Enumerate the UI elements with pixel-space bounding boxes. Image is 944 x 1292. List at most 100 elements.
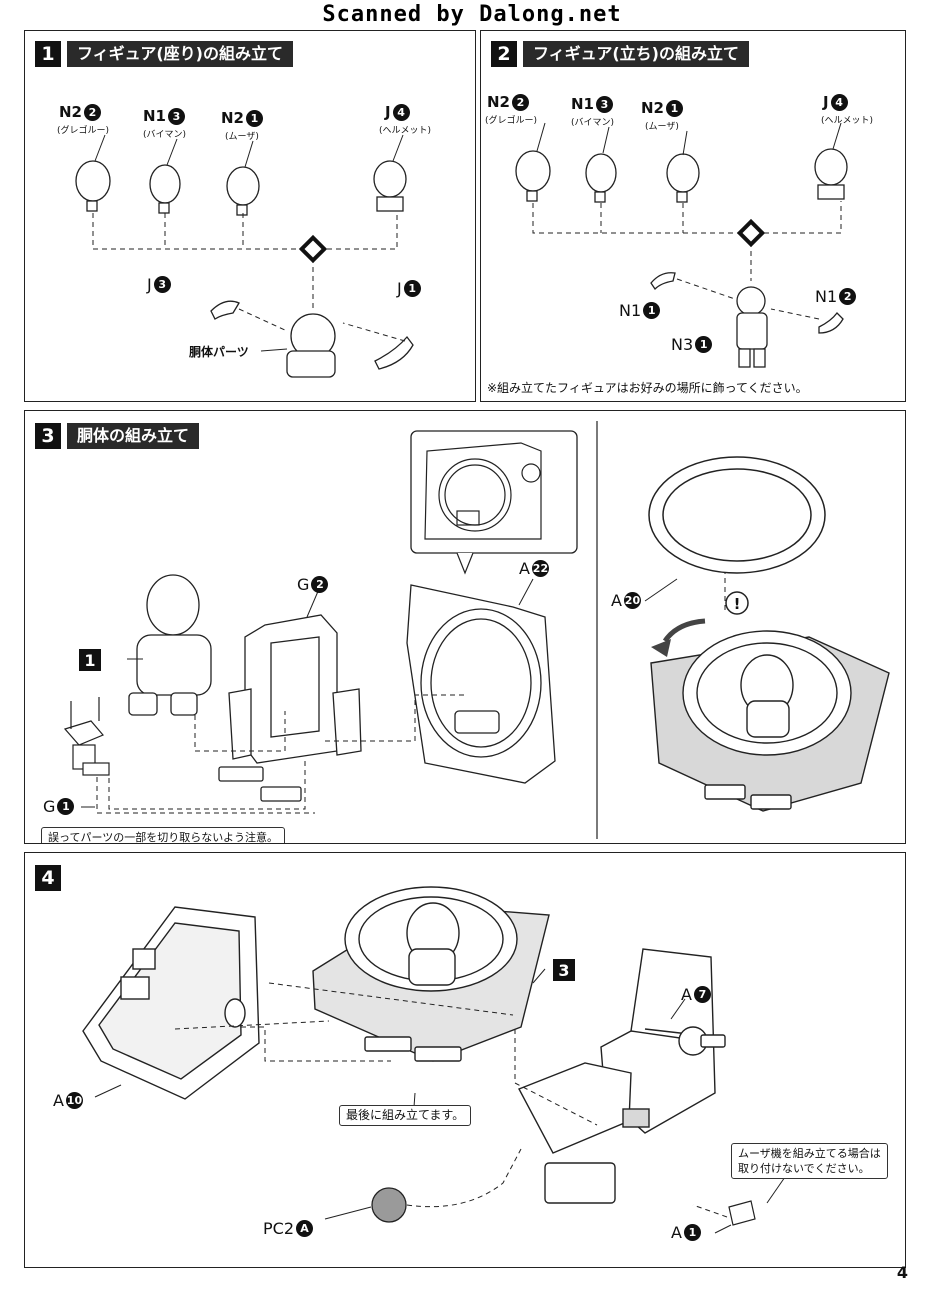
step4-a1-num: 1 <box>683 1224 701 1241</box>
step1-arm-j1-num: 1 <box>403 280 421 297</box>
step2-head-n2-1-sub: (ムーザ) <box>645 122 679 132</box>
step4-a1-code: A <box>671 1223 682 1242</box>
step1-head-n1-3-code: N1 <box>143 107 166 125</box>
step2-head-j-4-num: 4 <box>830 93 848 111</box>
step1-head-n2-1-code: N2 <box>221 109 244 127</box>
step3-a20-num: 20 <box>623 592 641 609</box>
step3-a22-num: 22 <box>531 560 549 577</box>
step3-g2-code: G <box>297 575 310 594</box>
step2-arm-n1-1-num: 1 <box>643 302 661 319</box>
step4-pc2-num: A <box>296 1220 313 1237</box>
step3-g2-num: 2 <box>311 576 329 593</box>
step1-head-j-4-sub: (ヘルメット) <box>379 126 432 136</box>
step1-illustration <box>75 134 414 378</box>
step2-arm-n1-1-code: N1 <box>619 301 642 320</box>
step4-header: 4 <box>35 865 61 891</box>
step3-title: 胴体の組み立て <box>67 423 200 449</box>
step4-a7-num: 7 <box>693 986 711 1003</box>
step1-number: 1 <box>35 41 61 67</box>
step1-arm-j3-num: 3 <box>153 276 171 293</box>
step2-head-n1-3-sub: (バイマン) <box>571 118 615 128</box>
step2-title: フィギュア(立ち)の組み立て <box>523 41 749 67</box>
step4-muza-note-line2: 取り付けないでください。 <box>738 1162 870 1175</box>
step2-head-n2-2-sub: (グレゴルー) <box>485 116 538 126</box>
step4-a10-code: A <box>53 1091 64 1110</box>
step1-head-n2-2-sub: (グレゴルー) <box>57 126 110 136</box>
step1-head-n2-1-sub: (ムーザ) <box>225 132 259 142</box>
step1-head-n2-1-num: 1 <box>246 109 263 127</box>
step1-body-label: 胴体パーツ <box>189 345 249 359</box>
step2-head-j-4-code: J <box>823 93 829 111</box>
step2-arm-n1-2-code: N1 <box>815 287 838 306</box>
step2-head-n1-3-code: N1 <box>571 95 594 113</box>
step4-pc2-code: PC2 <box>263 1219 294 1238</box>
step2-body-n3-1-code: N3 <box>671 335 694 354</box>
step4-a10-num: 10 <box>65 1092 83 1109</box>
scanner-banner: Scanned by Dalong.net <box>322 2 622 27</box>
step1-panel: 1 フィギュア(座り)の組み立て <box>24 30 476 402</box>
step1-title: フィギュア(座り)の組み立て <box>67 41 293 67</box>
step4-number: 4 <box>35 865 61 891</box>
step2-panel: 2 フィギュア(立ち)の組み立て <box>480 30 906 402</box>
step1-head-n1-3-sub: (バイマン) <box>143 130 187 140</box>
step2-head-n2-2-num: 2 <box>512 93 529 111</box>
step1-head-n2-2-code: N2 <box>59 103 82 121</box>
step2-display-note: ※組み立てたフィギュアはお好みの場所に飾ってください。 <box>487 381 808 395</box>
step1-arm-j1-code: J <box>397 279 402 298</box>
step4-a7-code: A <box>681 985 692 1004</box>
step1-head-j-4-code: J <box>385 103 391 121</box>
step4-muza-note-line1: ムーザ機を組み立てる場合は <box>738 1147 881 1160</box>
step3-header: 3 胴体の組み立て <box>35 423 200 449</box>
step4-panel: 4 <box>24 852 906 1268</box>
step2-head-n2-2-code: N2 <box>487 93 510 111</box>
step2-head-j-4-sub: (ヘルメット) <box>821 116 874 126</box>
step3-g1-num: 1 <box>57 798 75 815</box>
step4-muza-note: ムーザ機を組み立てる場合は 取り付けないでください。 <box>731 1143 888 1179</box>
step3-a22-code: A <box>519 559 530 578</box>
step3-ref-step1-box: 1 <box>79 649 101 671</box>
svg-text:!: ! <box>734 595 741 613</box>
step4-illustration <box>82 886 786 1234</box>
step3-g1-code: G <box>43 797 56 816</box>
step2-illustration <box>515 122 848 368</box>
step1-head-n1-3-num: 3 <box>168 107 185 125</box>
step3-illustration: ! <box>63 421 890 839</box>
step2-header: 2 フィギュア(立ち)の組み立て <box>491 41 749 67</box>
step2-body-n3-1-num: 1 <box>695 336 713 353</box>
step2-head-n1-3-num: 3 <box>596 95 613 113</box>
step2-arm-n1-2-num: 2 <box>839 288 857 305</box>
page-number: 4 <box>896 1263 908 1282</box>
step3-caution-note: 誤ってパーツの一部を切り取らないよう注意。 <box>41 827 286 843</box>
step3-number: 3 <box>35 423 61 449</box>
step2-head-n2-1-num: 1 <box>666 99 683 117</box>
step2-head-n2-1-code: N2 <box>641 99 664 117</box>
step4-last-note: 最後に組み立てます。 <box>339 1105 472 1126</box>
step3-ref-step1: 1 <box>79 649 101 671</box>
step4-ref-step3: 3 <box>553 959 575 981</box>
step1-head-j-4-num: 4 <box>392 103 410 121</box>
step3-panel: 3 胴体の組み立て <box>24 410 906 844</box>
step1-head-n2-2-num: 2 <box>84 103 101 121</box>
step1-arm-j3-code: J <box>147 275 152 294</box>
step4-ref-step3-box: 3 <box>553 959 575 981</box>
